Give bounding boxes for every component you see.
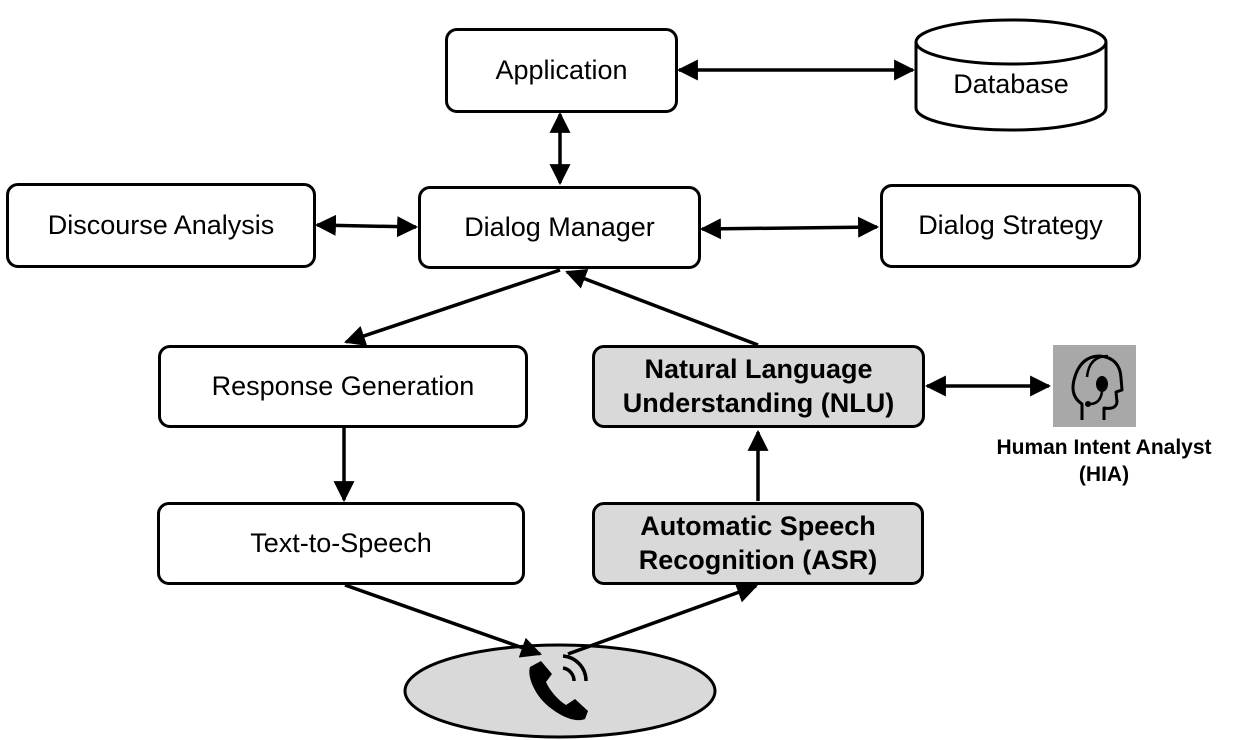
discourse-analysis-node: Discourse Analysis	[6, 183, 316, 268]
edge-nlu-dialog-manager	[565, 268, 759, 347]
database-label: Database	[953, 69, 1069, 100]
phone-ellipse	[403, 643, 717, 739]
edge-discourse-dialog-manager	[314, 214, 419, 238]
application-node: Application	[445, 28, 678, 113]
edge-dialog-manager-strategy	[699, 216, 880, 240]
human-intent-analyst-caption: Human Intent Analyst (HIA)	[996, 436, 1212, 487]
headset-person-icon	[1053, 345, 1136, 427]
edge-tts-phone	[344, 583, 542, 658]
asr-node: Automatic Speech Recognition (ASR)	[592, 502, 924, 585]
text-to-speech-node: Text-to-Speech	[157, 502, 525, 585]
database-cylinder	[914, 18, 1108, 132]
response-generation-node: Response Generation	[158, 345, 528, 428]
nlu-node: Natural Language Understanding (NLU)	[592, 345, 925, 428]
edge-phone-asr	[567, 582, 758, 656]
dialog-strategy-node: Dialog Strategy	[880, 184, 1141, 268]
phone-call-icon	[529, 654, 588, 721]
dialog-manager-node: Dialog Manager	[418, 186, 701, 269]
edge-dialog-manager-response	[344, 268, 561, 346]
